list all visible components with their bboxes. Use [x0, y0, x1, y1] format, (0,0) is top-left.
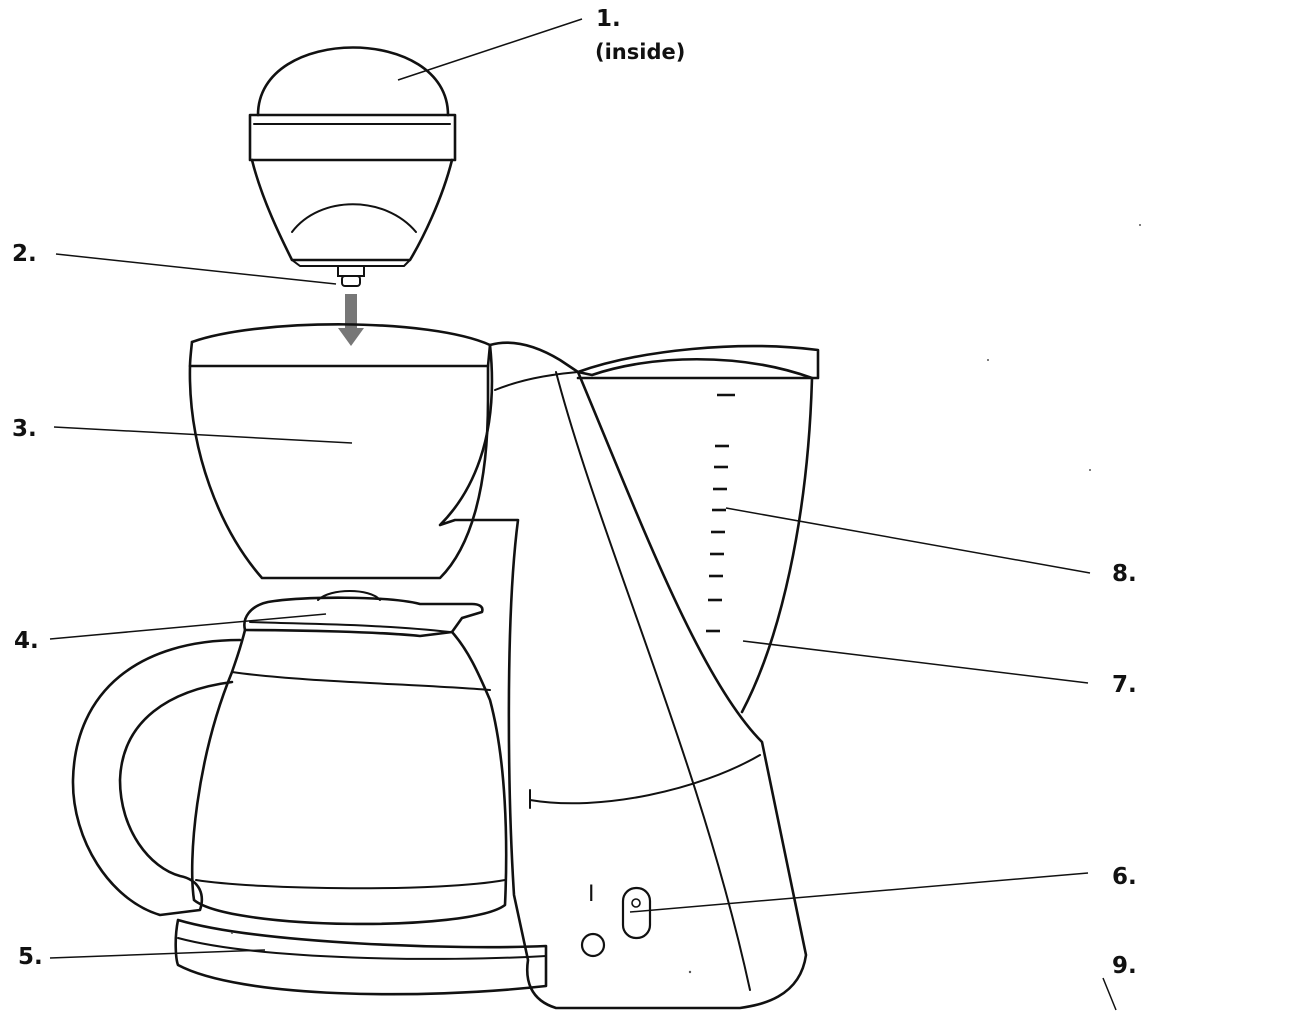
- water-reservoir: [576, 344, 820, 714]
- label-6: 6.: [1112, 864, 1137, 890]
- label-2: 2.: [12, 241, 37, 267]
- filter-holder: [248, 46, 457, 267]
- label-1: 1.: [596, 6, 621, 32]
- carafe-base-plate: [174, 918, 548, 996]
- leader-lines: [49, 18, 1117, 1011]
- label-7: 7.: [1112, 672, 1137, 698]
- switch-on-mark: I: [588, 882, 595, 907]
- label-8: 8.: [1112, 561, 1137, 587]
- filter-basket: [188, 323, 492, 580]
- power-switch: [580, 886, 652, 958]
- carafe-handle: [71, 638, 242, 917]
- drip-stop-valve: [337, 265, 365, 346]
- carafe-lid: [243, 596, 484, 638]
- filter-lid-dome: [256, 46, 450, 117]
- filter-holder-rim: [248, 113, 457, 162]
- filter-holder-cone: [250, 158, 454, 262]
- label-5: 5.: [18, 944, 43, 970]
- label-1-note: (inside): [595, 40, 686, 64]
- label-9: 9.: [1112, 953, 1137, 979]
- machine-tower: [438, 341, 808, 1010]
- label-3: 3.: [12, 416, 37, 442]
- power-indicator-light: [580, 932, 606, 958]
- machine-body: [438, 341, 808, 1010]
- label-4: 4.: [14, 628, 39, 654]
- water-level-marks: [706, 393, 735, 633]
- insert-arrow: [338, 328, 364, 346]
- thermal-carafe: [71, 590, 548, 996]
